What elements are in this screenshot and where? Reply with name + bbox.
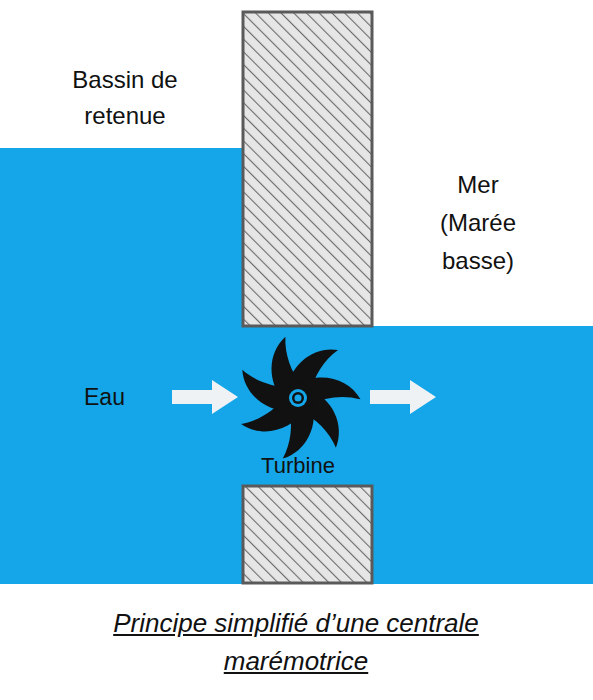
flow-arrow (370, 380, 436, 414)
flow-arrow (172, 380, 238, 414)
turbine-label: Turbine (238, 452, 358, 480)
sea-water (0, 326, 593, 584)
water-label: Eau (84, 382, 154, 412)
turbine-symbol (241, 336, 361, 459)
dam-lower-wall (243, 486, 372, 583)
sea-label: Mer (Marée basse) (418, 166, 538, 280)
basin-label: Bassin de retenue (50, 62, 200, 134)
figure-caption: Principe simplifié d’une centrale marémo… (106, 604, 486, 680)
dam-upper-wall (243, 12, 372, 326)
